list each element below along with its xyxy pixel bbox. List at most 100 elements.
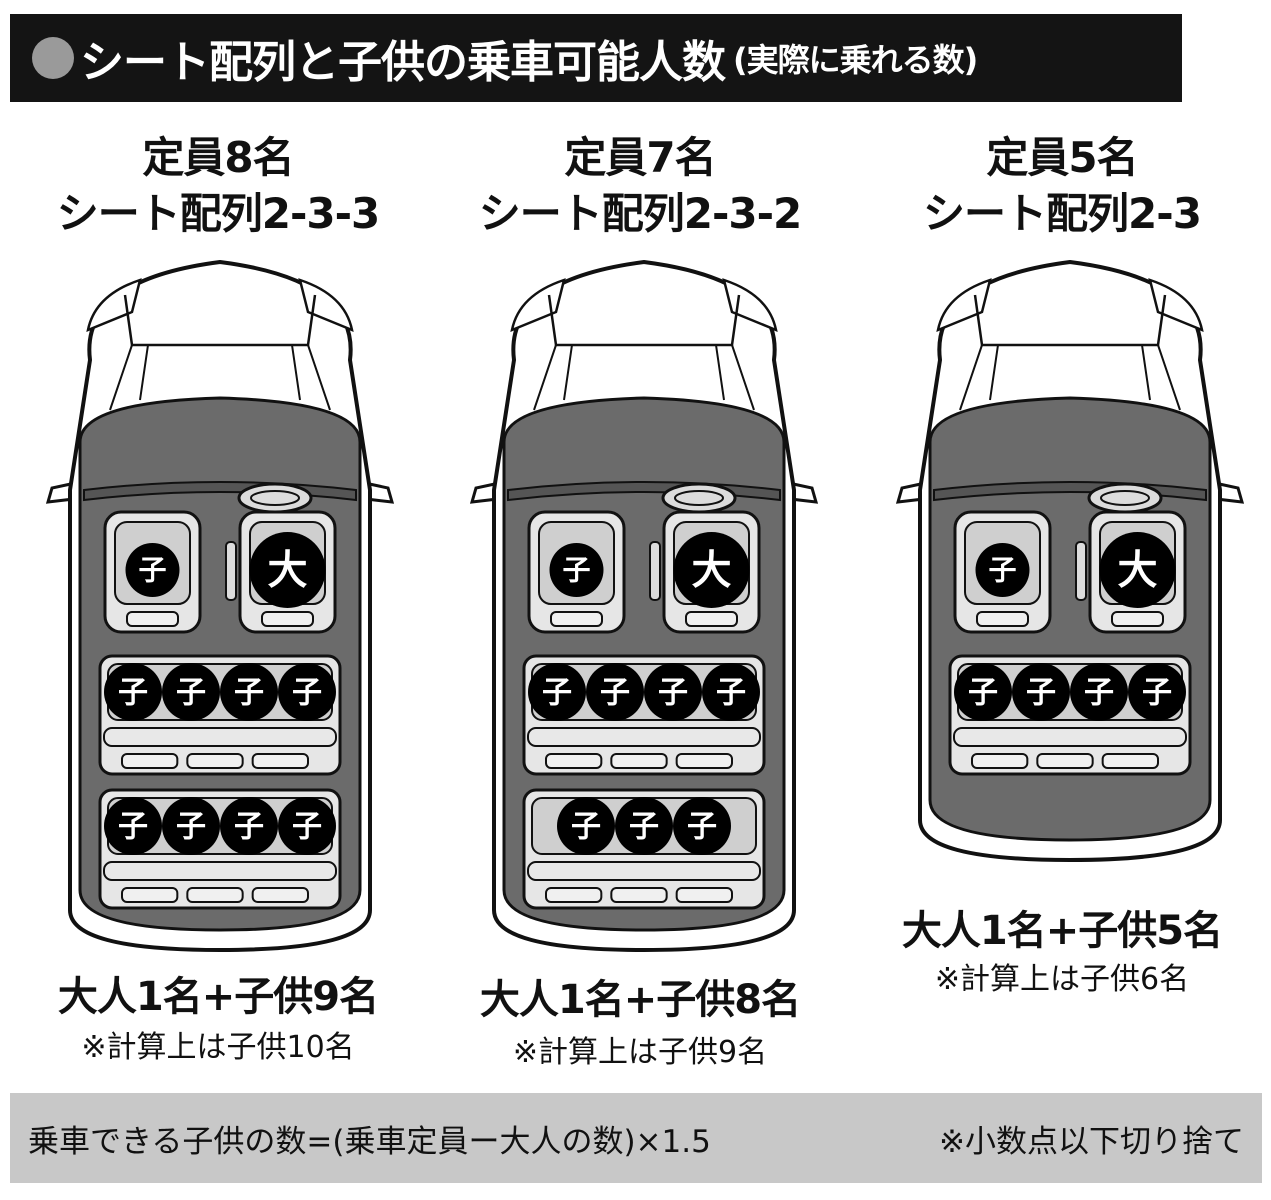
car-3-note: ※計算上は子供6名	[934, 962, 1190, 997]
car-1-row-2-back	[103, 727, 337, 747]
car-2-row-3-child-3-label: 子	[687, 809, 717, 844]
car-1-row-3-headrest-3	[251, 887, 310, 903]
car-2-row-3-child-2-label: 子	[629, 809, 659, 844]
page-subtitle: (実際に乗れる数)	[733, 41, 978, 79]
car-2-front-child-label: 子	[562, 554, 590, 587]
page-title: シート配列と子供の乗車可能人数	[80, 37, 726, 88]
car-2-headlight-right	[722, 278, 778, 333]
car-1-row-3-child-4-label: 子	[292, 809, 322, 844]
car-1-row-3-child-2-circle	[162, 797, 220, 855]
car-1-steering-wheel-inner	[250, 490, 300, 506]
car-2-row-3-child-1-circle	[557, 797, 615, 855]
car-2-row-2-child-1-circle	[528, 663, 586, 721]
car-3-front-child-label: 子	[988, 554, 1016, 587]
car-2-row-3-child-2-circle	[615, 797, 673, 855]
car-1-front-adult: 大	[249, 532, 326, 608]
car-1-row-3-child-4: 子	[278, 797, 336, 855]
car-2-row-2-child-1-label: 子	[542, 675, 572, 710]
car-1-row-2-child-2-label: 子	[176, 675, 206, 710]
car-2-front-adult: 大	[673, 532, 750, 608]
car-1-row-3-child-3: 子	[220, 797, 278, 855]
car-1-row-3-child-1-circle	[104, 797, 162, 855]
car-2-capacity: 定員7名	[564, 133, 716, 182]
car-3-row-2-child-4: 子	[1128, 663, 1186, 721]
car-1-row-3-child-3-label: 子	[234, 809, 264, 844]
car-2-row-2-headrest-3	[675, 753, 734, 769]
car-2-row-3-headrest-1	[545, 887, 603, 903]
car-1-row-2-child-1-label: 子	[118, 675, 148, 710]
car-1-row-2-headrest-1	[121, 753, 179, 769]
car-3-front-adult-label: 大	[1118, 548, 1158, 594]
car-1-front-child-circle	[125, 543, 180, 597]
car-2-steering-wheel-icon	[661, 482, 737, 514]
car-2-row-2-child-2-circle	[586, 663, 644, 721]
car-3-row-2-child-2-label: 子	[1026, 675, 1056, 710]
car-3-row-2-child-4-circle	[1128, 663, 1186, 721]
car-1-row-2-headrest-2	[186, 753, 244, 769]
car-3-row-2-headrest-1	[971, 753, 1029, 769]
car-2-row-2-child-4-circle	[702, 663, 760, 721]
car-3-steering-wheel-inner	[1100, 490, 1150, 506]
car-1-front-adult-label: 大	[268, 548, 308, 594]
car-1-row-2-child-2: 子	[162, 663, 220, 721]
car-1-row-3-child-2: 子	[162, 797, 220, 855]
car-2-row-3-child-3-circle	[673, 797, 731, 855]
car-1-windshield-lines	[109, 344, 331, 411]
car-1-headlight-right	[298, 278, 354, 333]
car-2-row-2-headrest-1	[545, 753, 603, 769]
car-1-row-2-child-3-circle	[220, 663, 278, 721]
car-2-row-3-child-2: 子	[615, 797, 673, 855]
car-1-heading: 定員8名 シート配列2-3-3	[8, 130, 428, 242]
car-3-front-headrest-left	[976, 611, 1029, 627]
car-1-front-headrest-right	[261, 611, 314, 627]
car-3-front-child-circle	[975, 543, 1030, 597]
car-2-row-3-child-1-label: 子	[571, 809, 601, 844]
car-2-console	[649, 541, 661, 601]
car-2-steering-wheel-inner	[674, 490, 724, 506]
car-1-hood-lines	[123, 294, 317, 347]
car-3-layout: シート配列2-3	[923, 189, 1202, 238]
car-2-front-headrest-left	[550, 611, 603, 627]
car-3-row-2-child-1: 子	[954, 663, 1012, 721]
title-bar: シート配列と子供の乗車可能人数 (実際に乗れる数)	[10, 14, 1182, 102]
car-3-row-2-headrest-2	[1036, 753, 1094, 769]
car-3-row-2-child-2: 子	[1012, 663, 1070, 721]
car-2-row-2-child-2: 子	[586, 663, 644, 721]
car-1-row-3-back	[103, 861, 337, 881]
car-1-row-3-headrest-1	[121, 887, 179, 903]
car-2-front-headrest-right	[685, 611, 738, 627]
car-3-row-2-child-4-label: 子	[1142, 675, 1172, 710]
car-2-headlight-left	[510, 278, 566, 333]
car-2-row-2-back	[527, 727, 761, 747]
car-2-row-2-child-4: 子	[702, 663, 760, 721]
car-2-layout: シート配列2-3-2	[478, 189, 803, 238]
car-3-headlight-right	[1148, 278, 1204, 333]
car-3-row-2-child-3-circle	[1070, 663, 1128, 721]
car-3-hood-lines	[973, 294, 1167, 347]
car-3-row-2-headrest-3	[1101, 753, 1160, 769]
car-1-row-3-child-1-label: 子	[118, 809, 148, 844]
car-3-console	[1075, 541, 1087, 601]
car-3-steering-wheel-icon	[1087, 482, 1163, 514]
formula-text: 乗車できる子供の数=(乗車定員ー大人の数)×1.5	[28, 1123, 711, 1160]
car-2-row-3-headrest-3	[675, 887, 734, 903]
car-3-row-2-child-1-label: 子	[968, 675, 998, 710]
car-1-front-adult-circle	[249, 532, 326, 608]
car-1-note: ※計算上は子供10名	[81, 1030, 355, 1065]
car-1-steering-wheel-icon	[237, 482, 313, 514]
car-1-row-2-child-1: 子	[104, 663, 162, 721]
car-3-windshield-lines	[959, 344, 1181, 411]
car-1-row-2-child-1-circle	[104, 663, 162, 721]
car-2-hood-lines	[547, 294, 741, 347]
car-1-front-child-label: 子	[138, 554, 166, 587]
car-2-row-3-back	[527, 861, 761, 881]
car-1-row-2-headrest-3	[251, 753, 310, 769]
car-1-headlight-left	[86, 278, 142, 333]
car-2-note: ※計算上は子供9名	[512, 1035, 768, 1070]
car-2-windshield-lines	[533, 344, 755, 411]
car-1-result: 大人1名+子供9名	[57, 974, 379, 1020]
car-3-front-adult-circle	[1099, 532, 1176, 608]
car-2-row-3-child-3: 子	[673, 797, 731, 855]
car-1-capacity: 定員8名	[142, 133, 294, 182]
title-bullet-icon	[32, 37, 74, 79]
